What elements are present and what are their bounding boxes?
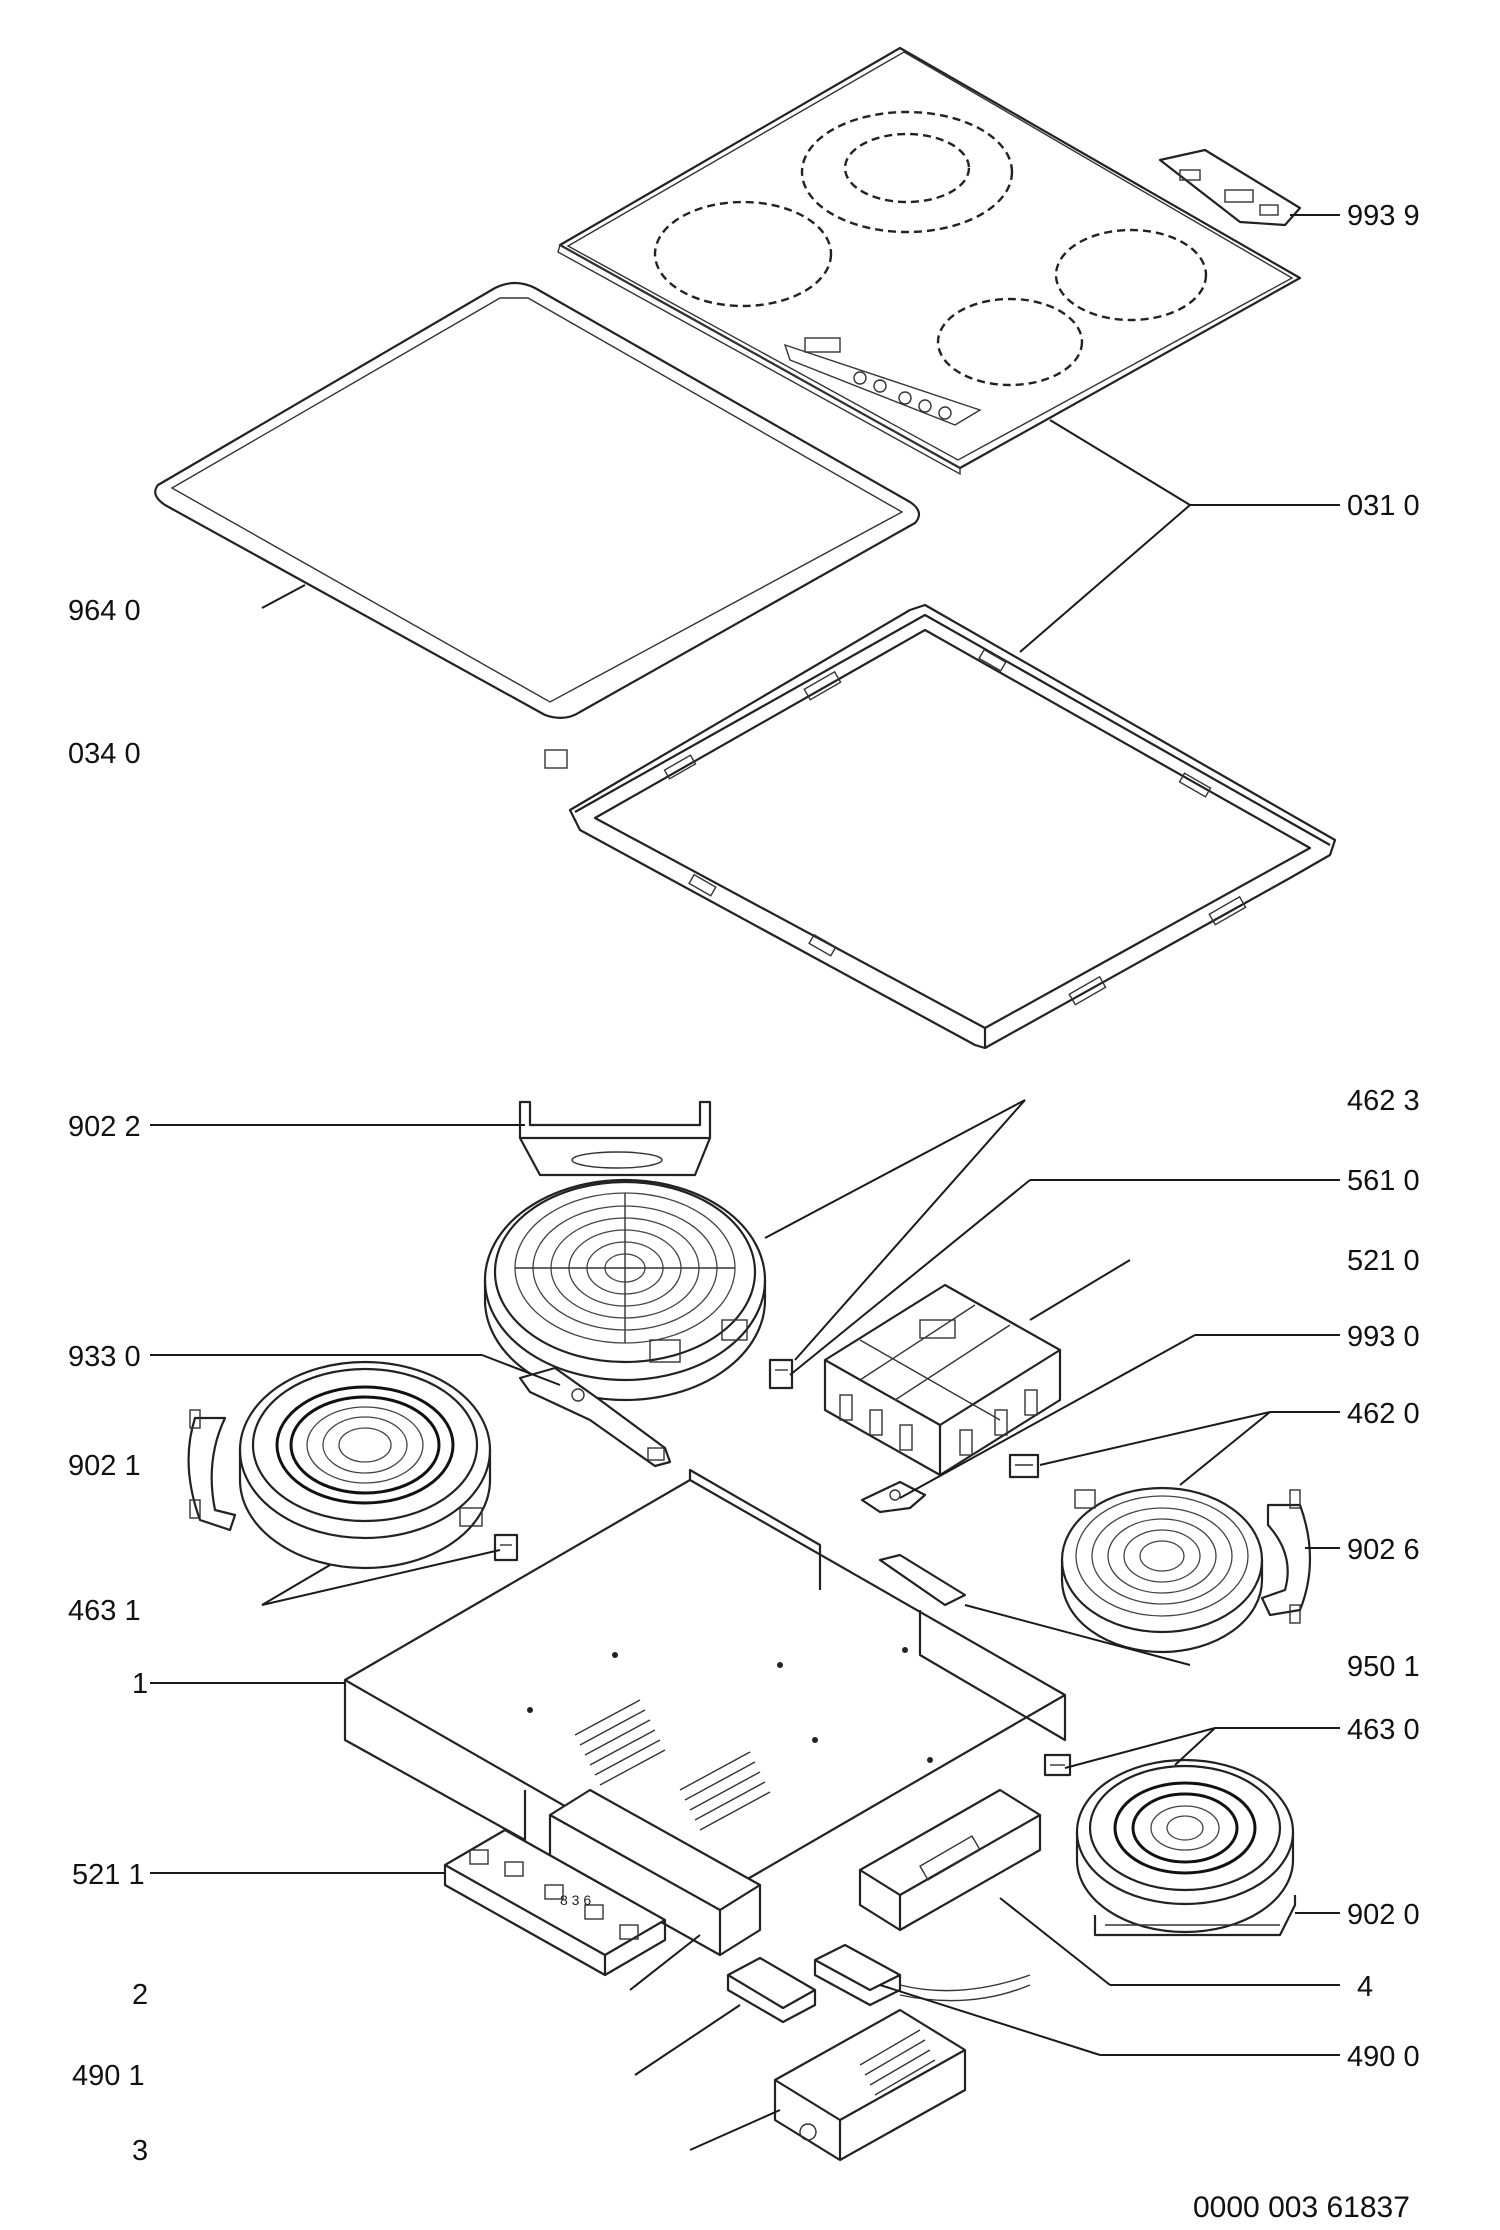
filter-box-3: [773, 2008, 967, 2162]
sensor-993-9: [1158, 148, 1302, 227]
part-label-902-1: 902 1: [68, 1450, 141, 1482]
drawing-number: 0000 003 61837: [1193, 2191, 1410, 2224]
terminal-462-0: [1008, 1453, 1040, 1479]
part-label-521-1: 521 1: [72, 1859, 145, 1891]
part-label-993-9: 993 9: [1347, 200, 1420, 232]
sensor-993-0: [860, 1480, 927, 1514]
part-label-902-2: 902 2: [68, 1111, 141, 1143]
strip-950-1: [878, 1553, 967, 1607]
part-label-462-0: 462 0: [1347, 1398, 1420, 1430]
part-label-031-0: 031 0: [1347, 490, 1420, 522]
part-label-463-0: 463 0: [1347, 1714, 1420, 1746]
leader-lines: [150, 214, 1340, 2151]
part-label-462-3: 462 3: [1347, 1085, 1420, 1117]
seal-gasket: [154, 281, 921, 719]
tray-channel-left: [548, 1788, 762, 1957]
part-label-993-0: 993 0: [1347, 1321, 1420, 1353]
radiant-heater-left: [238, 1360, 492, 1570]
part-label-950-1: 950 1: [1347, 1651, 1420, 1683]
tray-channel-right: [858, 1788, 1042, 1932]
part-label-034-0: 034 0: [68, 738, 141, 770]
radiant-heater-right-upper: [1060, 1486, 1264, 1654]
terminal-block-4: [813, 1943, 1031, 2007]
part-label-521-0: 521 0: [1347, 1245, 1420, 1277]
thermal-limiter-933-0: [518, 1366, 672, 1468]
connector-490-1: [726, 1956, 817, 2024]
part-label-964-0: 964 0: [68, 595, 141, 627]
svg-text:8 3 6: 8 3 6: [560, 1892, 591, 1908]
glass-ceramic-top: [557, 46, 1302, 476]
part-label-490-0: 490 0: [1347, 2041, 1420, 2073]
bracket-902-1: [187, 1409, 237, 1532]
part-label-4: 4: [1357, 1971, 1373, 2003]
part-label-933-0: 933 0: [68, 1341, 141, 1373]
part-label-3: 3: [132, 2135, 148, 2167]
bracket-902-2: [518, 1100, 712, 1177]
part-labels: 993 9 031 0 964 0 034 0 462 3 902 2 561 …: [68, 200, 1420, 2224]
part-label-2: 2: [132, 1979, 148, 2011]
radiant-heater-large: [483, 1178, 767, 1402]
control-module-521-0: [823, 1283, 1062, 1477]
hob-frame: [544, 603, 1337, 1050]
part-label-902-0: 902 0: [1347, 1899, 1420, 1931]
bracket-902-0: [1093, 1895, 1297, 1937]
terminal-463-0: [1043, 1753, 1072, 1777]
radiant-heater-right-lower: [1075, 1758, 1295, 1934]
part-label-1: 1: [132, 1668, 148, 1700]
terminal-463-1: [493, 1533, 519, 1562]
control-board-521-1: 8 3 6: [443, 1828, 667, 1977]
bracket-902-6: [1260, 1489, 1312, 1624]
part-label-561-0: 561 0: [1347, 1165, 1420, 1197]
part-label-902-6: 902 6: [1347, 1534, 1420, 1566]
part-label-490-1: 490 1: [72, 2060, 145, 2092]
terminal-462-3: [768, 1358, 794, 1390]
part-label-463-1: 463 1: [68, 1595, 141, 1627]
